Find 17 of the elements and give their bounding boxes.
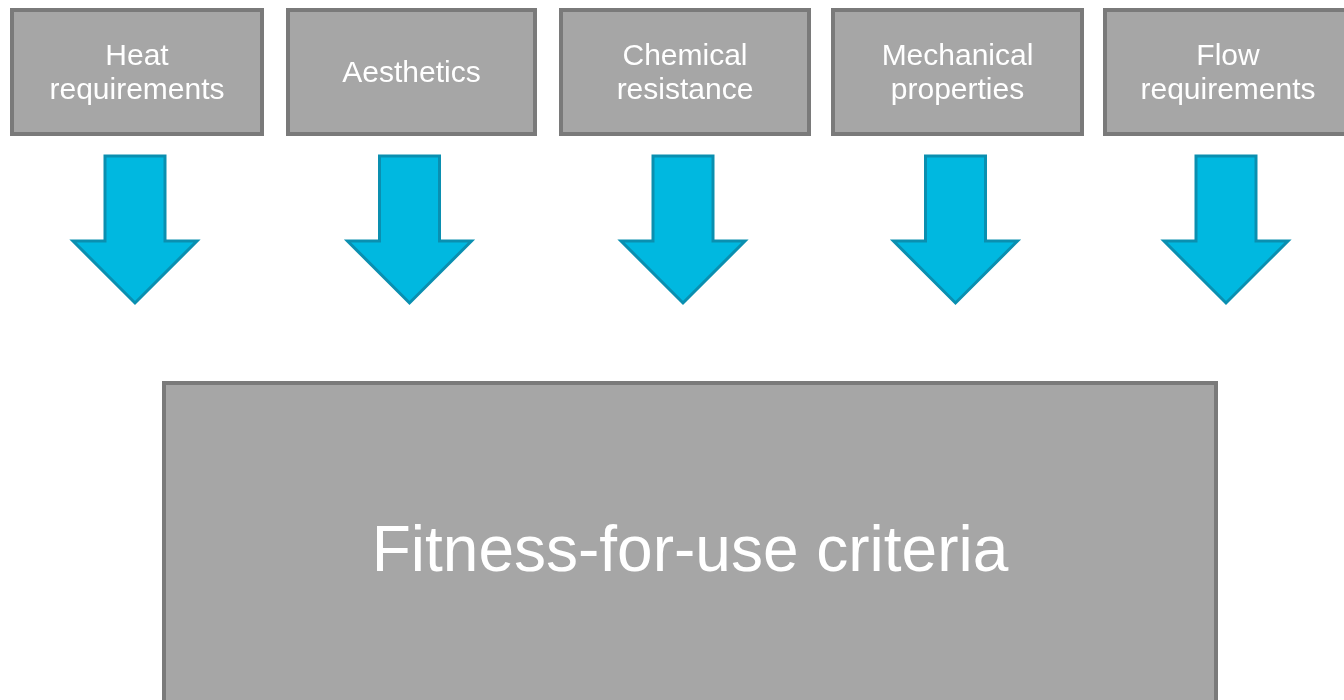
box-label: Flow requirements <box>1139 37 1317 107</box>
block-arrow <box>343 154 476 306</box>
process-box <box>286 8 537 136</box>
block-arrow <box>69 154 201 306</box>
process-box <box>831 8 1084 136</box>
box-label: Chemical resistance <box>615 37 755 107</box>
process-box <box>559 8 811 136</box>
box-label: Aesthetics <box>341 54 482 90</box>
box-label: Fitness-for-use criteria <box>371 513 1009 587</box>
box-label: Heat requirements <box>48 37 226 107</box>
process-box <box>162 381 1218 700</box>
block-arrow <box>1160 154 1292 306</box>
block-arrow <box>889 154 1022 306</box>
process-box <box>10 8 264 136</box>
block-arrow <box>617 154 749 306</box>
process-box <box>1103 8 1344 136</box>
box-label: Mechanical properties <box>880 37 1035 107</box>
